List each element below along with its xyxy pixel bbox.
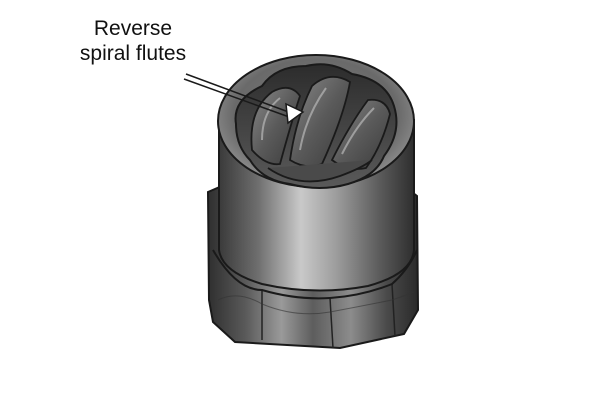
callout-label: Reverse spiral flutes [58,16,208,66]
callout-line-2: spiral flutes [79,42,187,65]
callout-arrow [183,73,305,125]
callout-line-1: Reverse [93,17,173,40]
